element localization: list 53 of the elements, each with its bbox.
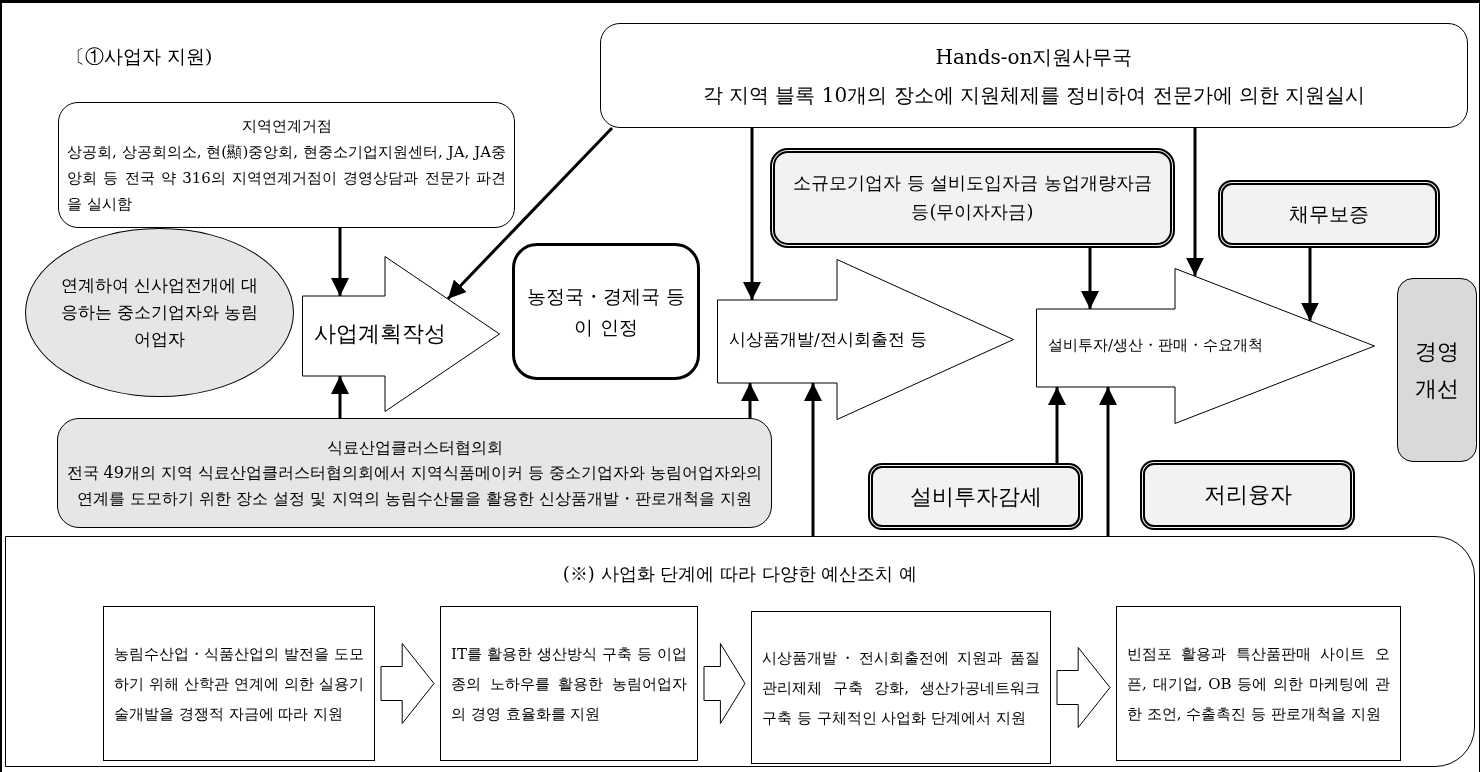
double-border-box	[868, 463, 1083, 530]
arrow	[1301, 248, 1319, 321]
step-box	[751, 611, 1051, 764]
arrow-shaped-box	[1036, 268, 1375, 424]
box-text: 저리융자	[1202, 481, 1293, 510]
step-text: 농림수산업・식품산업의 발전을 도모하기 위해 산학관 연계에 의한 실용기술개발을 경쟁적 자금에 따라 지원	[114, 643, 364, 725]
box-heading: 식료산업클러스터협의회	[325, 436, 504, 459]
arrow	[1186, 128, 1204, 276]
arrow-shaped-box	[717, 259, 1014, 420]
box-heading: Hands-on지원사무국	[934, 43, 1134, 71]
double-border-box	[770, 148, 1175, 248]
box-text: 연계하여 신사업전개에 대응하는 중소기업자와 농림어업자	[59, 273, 260, 352]
arrow	[1099, 387, 1117, 536]
box-text: 소규모기업자 등 설비도입자금 농업개량자금 등(무이자자금)	[791, 171, 1154, 224]
step-text: IT를 활용한 생산방식 구축 등 이업종의 노하우를 활용한 농림어업자의 경영 효율화를 지원	[451, 643, 687, 725]
arrow	[743, 128, 761, 300]
info-box	[600, 23, 1468, 128]
box-description: 상공회, 상공회의소, 현(顯)중앙회, 현중소기업지원센터, JA, JA중앙회 등 전국 약 316의 지역연계거점이 경영상담과 전문가 파견을 실시함	[67, 141, 506, 216]
info-box	[58, 102, 515, 228]
box-description: 전국 49개의 지역 식료산업클러스터협의회에서 지역식품메이커 등 중소기업자와 농림어업자와의 연계를 도모하기 위한 장소 설정 및 지역의 농림수산물을 활용한 신상품개발・판로개척을 지원	[66, 462, 763, 510]
arrow-shaped-box	[302, 256, 500, 412]
box-heading: 지역연계거점	[240, 115, 333, 137]
chevron-arrow	[703, 643, 746, 724]
step-box	[103, 606, 375, 761]
box-text: 설비투자감세	[908, 482, 1043, 511]
box-description: 각 지역 블록 10개의 장소에 지원체제를 정비하여 전문가에 의한 지원실시	[701, 81, 1367, 109]
rounded-box	[1397, 278, 1477, 462]
arrow	[741, 383, 759, 418]
double-border-box	[1218, 180, 1440, 248]
arrow	[446, 126, 614, 300]
info-box	[57, 418, 772, 528]
chevron-arrow	[1056, 647, 1111, 728]
box-text: 농정국・경제국 등이 인정	[525, 284, 686, 340]
arrow	[804, 383, 822, 536]
step-box	[440, 606, 698, 761]
group-box	[5, 536, 1475, 767]
arrow-label: 시상품개발/전시회출전 등	[729, 327, 928, 351]
arrow	[331, 376, 349, 418]
box-text: 채무보증	[1288, 201, 1370, 228]
arrow	[331, 228, 349, 296]
arrow	[1048, 387, 1066, 463]
arrow	[1081, 248, 1099, 309]
step-box	[1116, 606, 1401, 761]
chevron-arrow	[380, 643, 435, 724]
step-text: 빈점포 활용과 특산품판매 사이트 오픈, 대기업, OB 등에 의한 마케팅에 관한 조언, 수출촉진 등 판로개척을 지원	[1127, 643, 1390, 725]
box-text: 경영 개선	[1414, 337, 1460, 403]
group-heading: (※) 사업화 단계에 따라 다양한 예산조치 예	[561, 563, 919, 585]
double-border-box	[1140, 460, 1355, 530]
rounded-box	[512, 243, 700, 380]
arrow-label: 설비투자/생산・판매・수요개척	[1048, 335, 1264, 355]
arrow-label: 사업계획작성	[314, 319, 446, 348]
step-text: 시상품개발・전시회출전에 지원과 품질관리제체 구축 강화, 생산가공네트워크 구축 등 구체적인 사업화 단계에서 지원	[762, 647, 1040, 729]
section-title: 〔①사업자 지원)	[66, 44, 213, 69]
